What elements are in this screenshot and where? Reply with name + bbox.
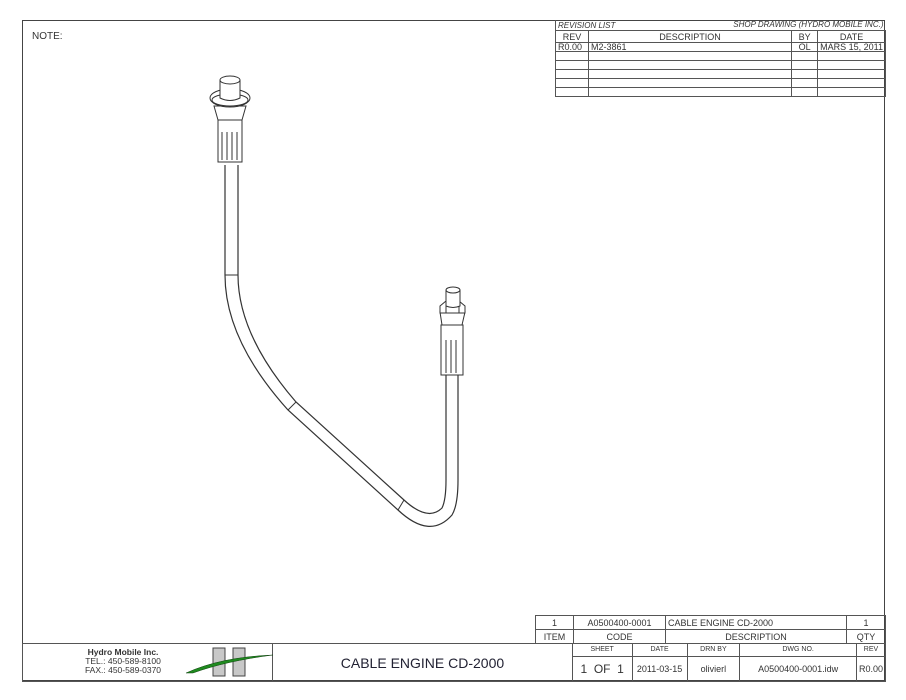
bom-row: 1 A0500400-0001 CABLE ENGINE CD-2000 1	[535, 615, 886, 630]
drn-value: olivierl	[686, 656, 741, 682]
rev-label: REV	[855, 642, 887, 658]
right-connector	[439, 286, 466, 376]
company-block: Hydro Mobile Inc. TEL.: 450-589-8100 FAX…	[21, 643, 274, 682]
sheet-value: 1 OF 1	[571, 656, 633, 682]
revision-table: REVISION LIST SHOP DRAWING (HYDRO MOBILE…	[555, 20, 886, 97]
dwg-value: A0500400-0001.idw	[739, 656, 857, 682]
company-logo	[185, 647, 274, 677]
date-value: 2011-03-15	[631, 656, 688, 682]
cable-tube	[224, 165, 459, 527]
dwg-label: DWG NO.	[739, 642, 857, 658]
note-label: NOTE:	[32, 31, 63, 42]
company-fax: FAX.: 450-589-0370	[84, 665, 162, 675]
bom-table: 1 A0500400-0001 CABLE ENGINE CD-2000 1 I…	[535, 615, 886, 644]
drawing-title: CABLE ENGINE CD-2000	[272, 643, 573, 682]
company-tel: TEL.: 450-589-8100	[85, 656, 161, 666]
date-label: DATE	[631, 642, 688, 658]
title-block: Hydro Mobile Inc. TEL.: 450-589-8100 FAX…	[21, 642, 887, 682]
company-name: Hydro Mobile Inc.	[87, 647, 159, 657]
revision-row-empty	[555, 87, 886, 97]
revision-subtitle: SHOP DRAWING (HYDRO MOBILE INC.)	[733, 19, 884, 29]
rev-value: R0.00	[855, 656, 887, 682]
left-connector	[209, 75, 251, 163]
revision-title: REVISION LIST	[558, 20, 616, 30]
sheet-label: SHEET	[571, 642, 633, 658]
